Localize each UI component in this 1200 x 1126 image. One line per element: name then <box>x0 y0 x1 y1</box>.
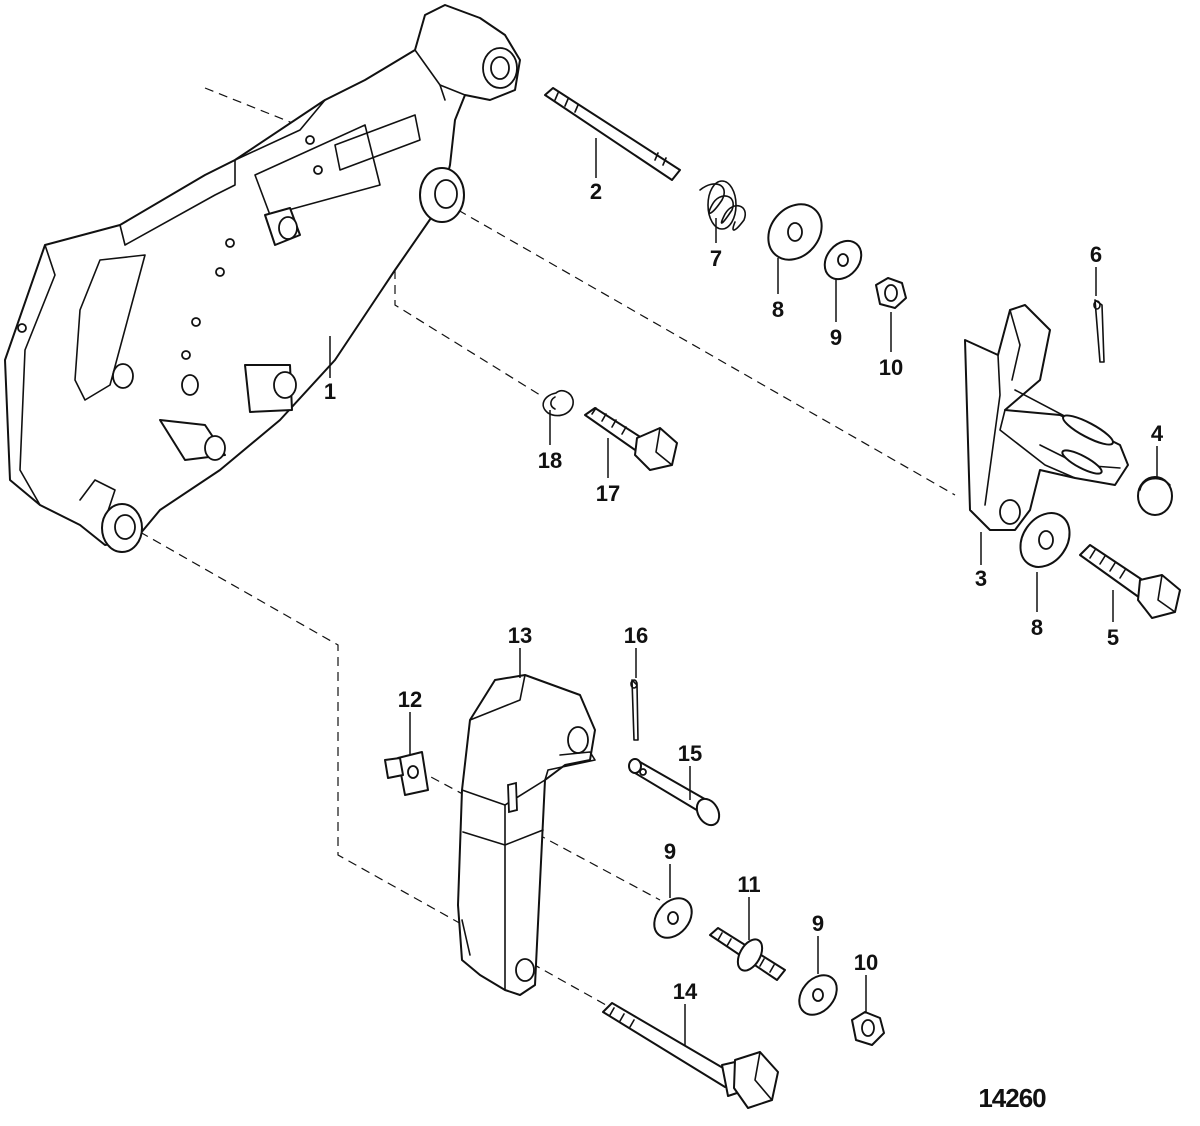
callout-8-lower: 8 <box>1031 615 1043 640</box>
callout-4: 4 <box>1151 421 1164 446</box>
callout-12: 12 <box>398 687 422 712</box>
stud-part-11 <box>709 927 786 981</box>
clip-part-12 <box>384 751 429 796</box>
nut-part-10-upper <box>875 277 907 309</box>
callout-8-upper: 8 <box>772 297 784 322</box>
stud-part-2 <box>544 87 681 181</box>
callout-9-lower-right: 9 <box>812 911 824 936</box>
spring-part-7 <box>699 180 747 231</box>
washer-part-8-upper <box>767 203 823 261</box>
bolt-part-14 <box>602 1002 779 1109</box>
callout-18: 18 <box>538 448 562 473</box>
bracket-part-1 <box>4 4 521 553</box>
callout-3: 3 <box>975 566 987 591</box>
callout-9-upper: 9 <box>830 325 842 350</box>
retaining-ring-part-18 <box>542 390 574 417</box>
callout-2: 2 <box>590 179 602 204</box>
washer-part-9-upper <box>823 239 863 281</box>
cotter-pin-part-6 <box>1093 299 1105 363</box>
callout-16: 16 <box>624 623 648 648</box>
callout-1: 1 <box>324 379 336 404</box>
callout-17: 17 <box>596 481 620 506</box>
cotter-pin-part-16 <box>630 679 639 741</box>
washer-part-8-lower <box>1019 512 1071 568</box>
callout-7: 7 <box>710 246 722 271</box>
figure-number: 14260 <box>978 1083 1046 1113</box>
leader-lines <box>329 138 1158 1045</box>
callout-5: 5 <box>1107 625 1119 650</box>
pin-part-15 <box>628 758 721 827</box>
lever-part-3 <box>964 304 1129 531</box>
bolt-part-17 <box>584 407 678 471</box>
callout-10-upper: 10 <box>879 355 903 380</box>
washer-part-9-lower-left <box>653 897 693 939</box>
cap-part-4 <box>1137 476 1173 516</box>
washer-part-9-lower-right <box>798 974 838 1016</box>
callout-11: 11 <box>737 872 760 897</box>
link-part-13 <box>457 674 596 996</box>
callout-labels: 1 2 7 8 9 10 6 4 3 8 5 18 17 13 16 12 15… <box>324 179 1164 1004</box>
callout-9-lower-left: 9 <box>664 839 676 864</box>
nut-part-10-lower <box>851 1011 885 1046</box>
bolt-part-5 <box>1079 544 1181 619</box>
callout-13: 13 <box>508 623 532 648</box>
callout-15: 15 <box>678 741 702 766</box>
callout-10-lower: 10 <box>854 950 878 975</box>
callout-6: 6 <box>1090 242 1102 267</box>
callout-14: 14 <box>673 979 698 1004</box>
